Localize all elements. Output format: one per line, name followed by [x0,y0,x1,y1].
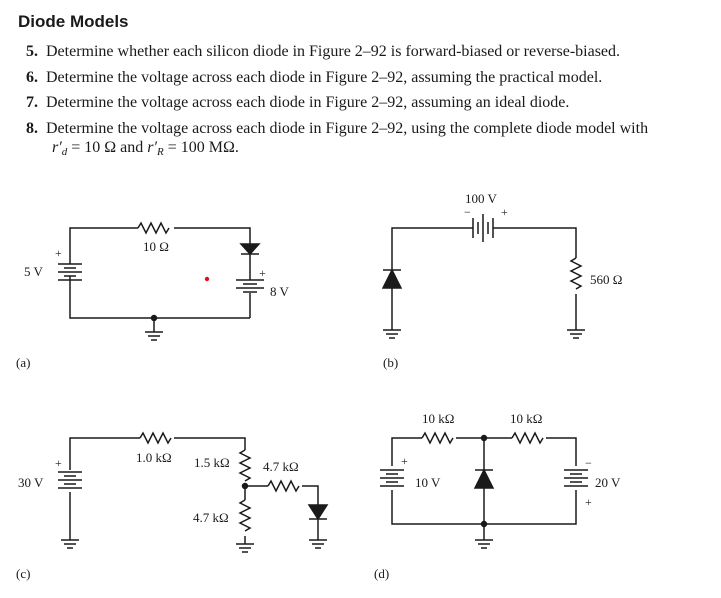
rr-symbol: r′ [147,138,157,156]
problem-list: 5. Determine whether each silicon diode … [26,42,716,167]
resistor-560-ohm [569,257,583,290]
polarity-minus: − [464,205,471,219]
source-voltage-label: 30 V [18,475,44,490]
battery-5v-icon [58,260,82,283]
rd-subscript: d [61,145,68,158]
battery-20v-icon [564,469,588,487]
wire [391,227,577,270]
junction-node [241,482,249,490]
battery-100v-icon [467,214,497,242]
battery-voltage-label: 8 V [270,284,290,299]
polarity-plus: + [55,246,62,260]
wire [302,485,319,505]
problem-7: 7. Determine the voltage across each dio… [26,93,716,113]
rr-subscript: R [156,145,164,158]
problem-text: Determine the voltage across each diode … [46,68,603,86]
polarity-plus: + [501,205,508,219]
resistor-label: 10 Ω [143,239,169,254]
battery-10v-icon [380,469,404,487]
source-voltage-label: 5 V [24,264,44,279]
problem-6: 6. Determine the voltage across each dio… [26,68,716,88]
resistor-label: 4.7 kΩ [193,510,229,525]
resistor-1k [139,431,172,445]
figure-label-c: (c) [16,566,30,581]
resistor-label: 10 kΩ [510,411,542,426]
battery-voltage-label: 10 V [415,475,441,490]
diode-icon [381,268,403,289]
ground-icon [567,324,585,339]
circuit-b [381,214,585,339]
polarity-plus: + [585,495,592,509]
circuit-d [380,431,588,549]
resistor-10-ohm [137,221,170,235]
resistor-label: 1.0 kΩ [136,450,172,465]
wire [69,437,140,470]
rd-symbol: r′ [52,138,62,156]
wire [174,227,251,244]
resistor-label: 560 Ω [590,272,622,287]
eq-middle: = 10 Ω and [67,138,148,156]
resistor-label: 10 kΩ [422,411,454,426]
ground-icon [145,314,163,341]
resistor-4-7k-horizontal [267,479,300,493]
problem-text: Determine the voltage across each diode … [46,94,570,111]
figure-label-a: (a) [16,355,30,370]
resistor-1-5k [238,449,252,482]
battery-30v-icon [58,471,82,489]
ground-icon [383,324,401,339]
polarity-plus: + [401,454,408,468]
polarity-plus: + [55,456,62,470]
battery-voltage-label: 20 V [595,475,621,490]
problem-number: 5. [26,43,38,60]
diode-icon [307,504,329,540]
junction-node [480,434,488,442]
junction-node [480,520,488,528]
ground-icon [61,539,79,549]
ground-icon [236,543,254,553]
figure-label-b: (b) [383,355,398,370]
wire [391,437,422,466]
battery-voltage-label: 100 V [465,191,498,206]
polarity-plus: + [259,266,266,280]
resistor-10k-left [421,431,454,445]
wire [174,437,246,450]
problem-number: 8. [26,119,38,137]
problem-8: 8. Determine the voltage across each dio… [26,119,716,162]
figure-label-d: (d) [374,566,389,581]
circuit-c [58,431,329,553]
model-parameters: r′d = 10 Ω and r′R = 100 MΩ. [52,138,716,162]
marker-dot [204,276,210,282]
eq-end: = 100 MΩ. [163,138,239,156]
wire [69,283,250,319]
problem-5: 5. Determine whether each silicon diode … [26,42,716,62]
polarity-minus: − [585,456,592,470]
wire [456,437,485,470]
wire [69,227,138,260]
problem-text: Determine the voltage across each diode … [46,119,649,137]
ground-icon [475,539,493,549]
section-heading: Diode Models [18,12,129,31]
resistor-label: 4.7 kΩ [263,459,299,474]
battery-8v-icon [236,266,264,293]
diode-icon [473,468,495,489]
diode-icon [239,243,261,256]
wire [546,437,577,466]
ground-icon [309,539,327,549]
resistor-label: 1.5 kΩ [194,455,230,470]
problem-number: 6. [26,68,38,86]
problem-text: Determine whether each silicon diode in … [46,43,621,60]
resistor-10k-right [511,431,544,445]
problem-number: 7. [26,94,38,111]
resistor-4-7k-vertical [238,499,252,532]
circuit-a [58,221,264,341]
